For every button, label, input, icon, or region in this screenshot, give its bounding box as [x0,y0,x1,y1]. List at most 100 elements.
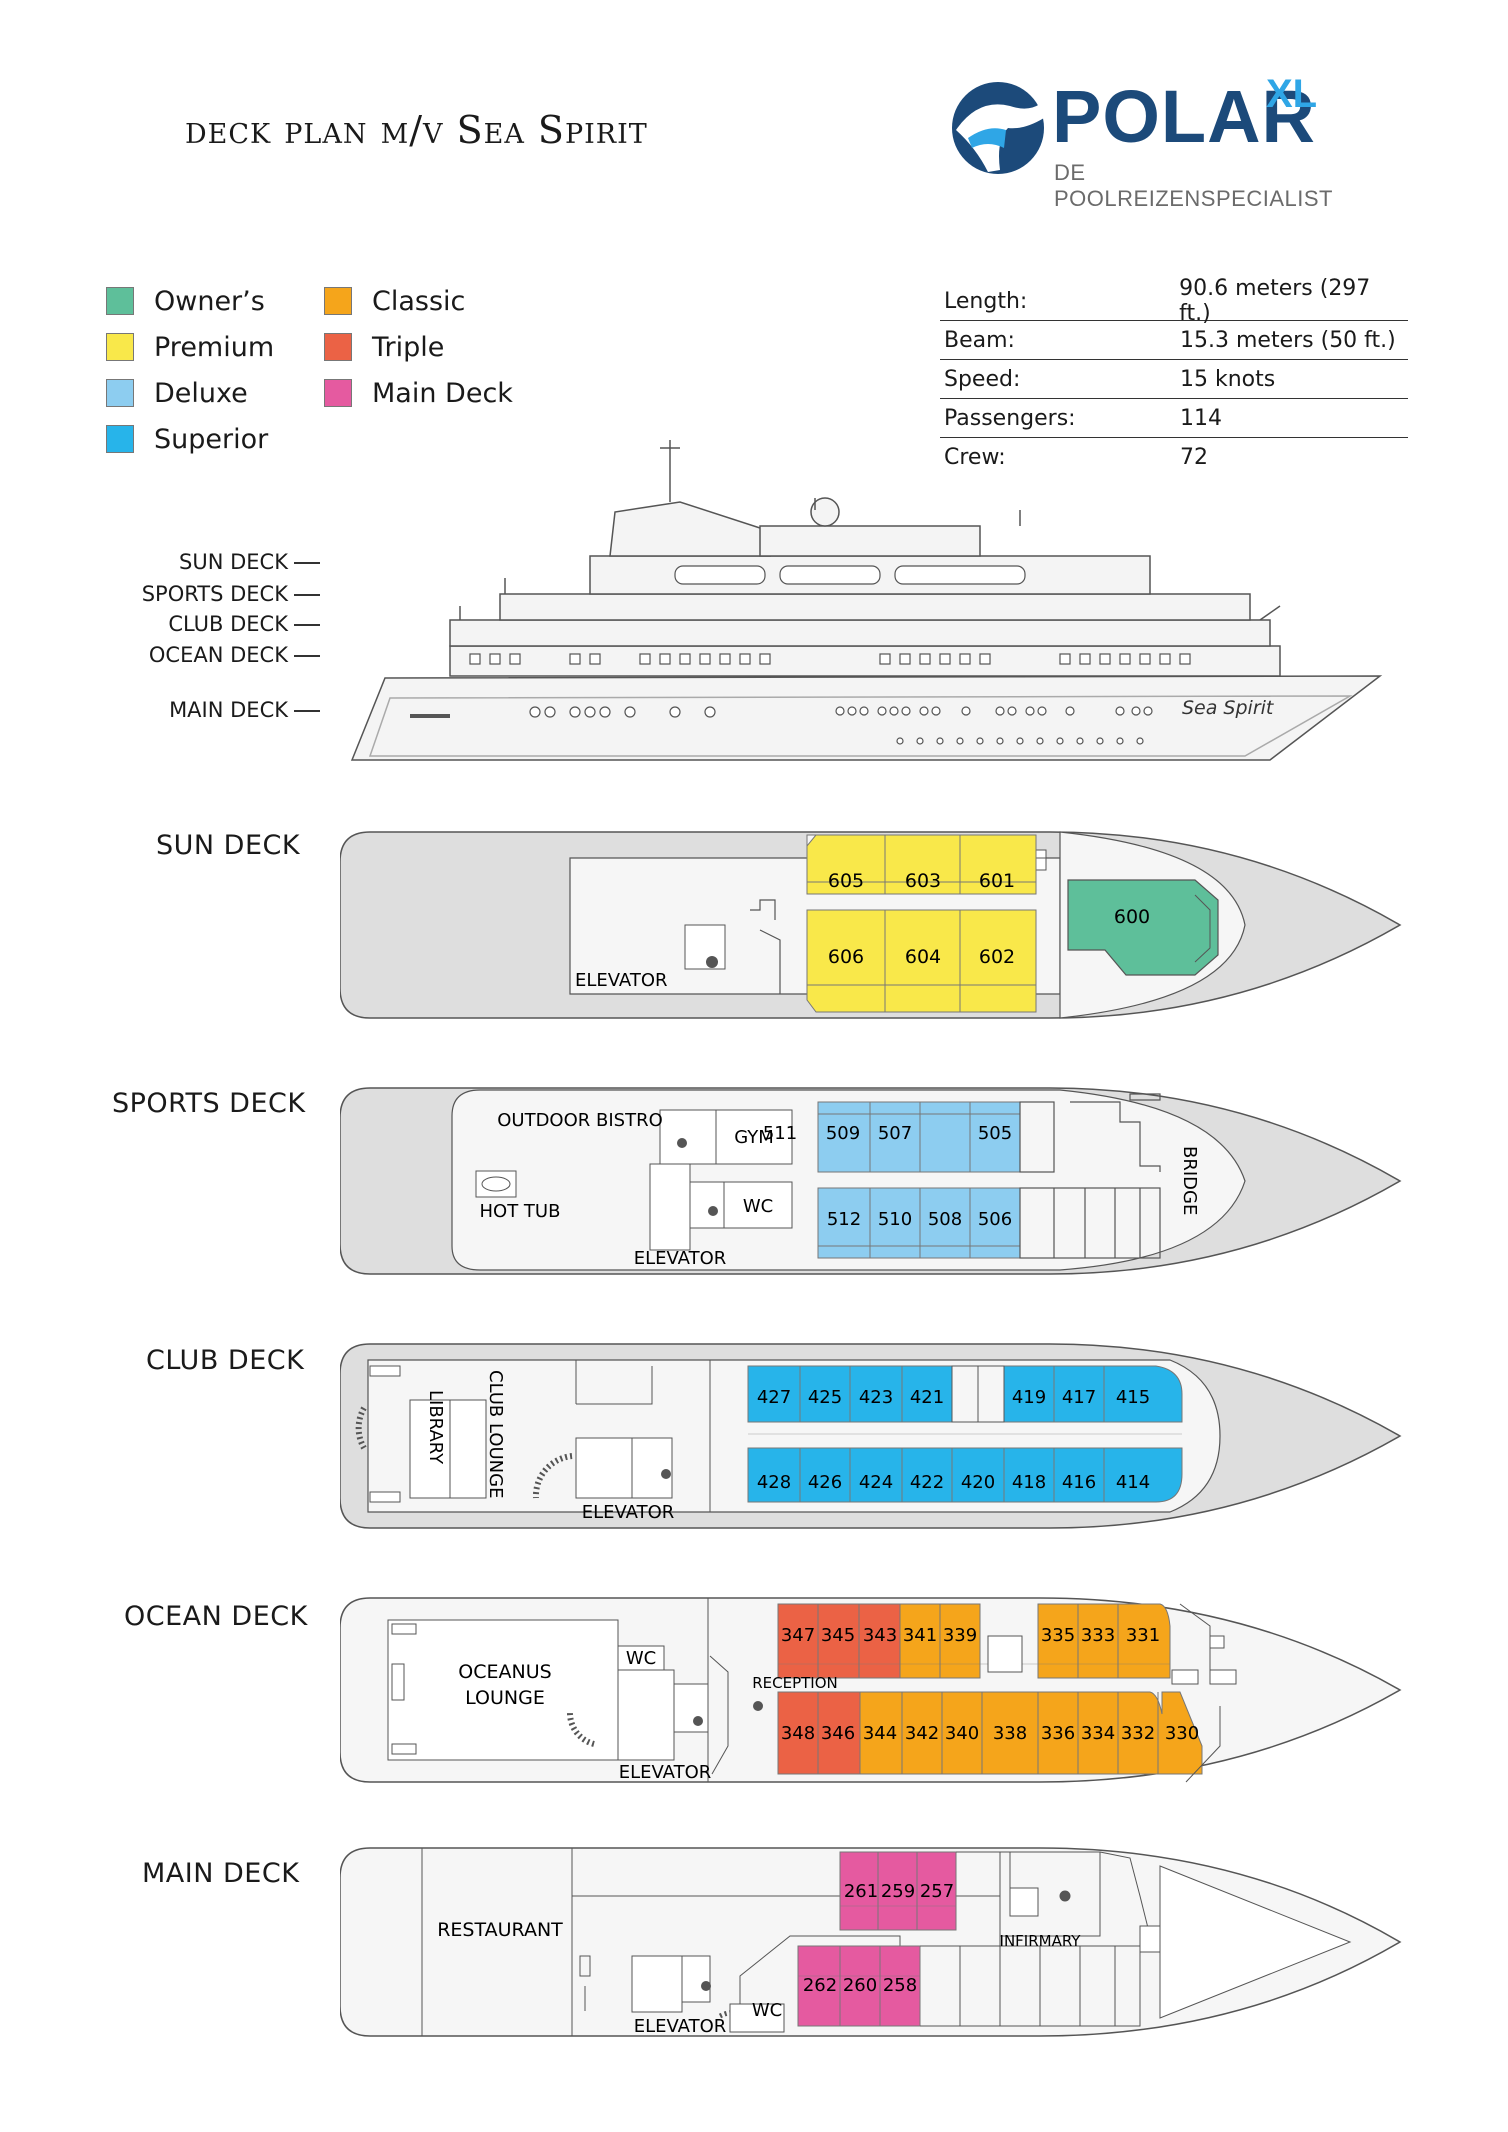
cabin-333[interactable]: 333 [1081,1625,1115,1646]
ship-specs-table: Length:90.6 meters (297 ft.) Beam: 15.3 m… [940,276,1408,476]
cabin-423[interactable]: 423 [859,1387,893,1408]
page-title: deck plan m/v Sea Spirit [185,108,648,152]
cabin-606[interactable]: 606 [828,946,864,968]
cabin-424[interactable]: 424 [859,1472,893,1493]
cabin-342[interactable]: 342 [905,1723,939,1744]
cabin-605[interactable]: 605 [828,870,864,892]
cabin-602[interactable]: 602 [979,946,1015,968]
cabin-417[interactable]: 417 [1062,1387,1096,1408]
cabin-505[interactable]: 505 [978,1123,1012,1144]
cabin-420[interactable]: 420 [961,1472,995,1493]
cabin-259[interactable]: 259 [881,1881,915,1902]
swatch-main-deck [324,379,352,407]
cabin-511[interactable]: 511 [763,1123,797,1144]
cabin-343[interactable]: 343 [863,1625,897,1646]
upper-structure [609,501,772,557]
spec-row-crew: Crew:72 [940,438,1408,476]
cabin-414[interactable]: 414 [1116,1472,1150,1493]
cabin-330[interactable]: 330 [1165,1723,1199,1744]
spec-label: Beam: [944,327,1015,353]
spec-row-length: Length:90.6 meters (297 ft.) [940,276,1408,326]
cabin-421[interactable]: 421 [910,1387,944,1408]
profile-tick [294,594,320,596]
cabin-508[interactable]: 508 [928,1209,962,1230]
cabin-601[interactable]: 601 [979,870,1015,892]
radar-dome [810,497,840,527]
club-elevator-label: ELEVATOR [582,1502,675,1523]
cabin-418[interactable]: 418 [1012,1472,1046,1493]
main-elevator-label: ELEVATOR [634,2016,727,2037]
cabin-348[interactable]: 348 [781,1723,815,1744]
sports-wc-label: WC [743,1196,773,1217]
cabin-340[interactable]: 340 [945,1723,979,1744]
deck-title-main: MAIN DECK [142,1858,300,1889]
sun-deck-plan: 605 603 601 606 604 602 600 ELEVATOR [340,831,1402,1019]
cabin-425[interactable]: 425 [808,1387,842,1408]
cabin-339[interactable]: 339 [943,1625,977,1646]
cabin-262[interactable]: 262 [803,1975,837,1996]
owners-suite-600[interactable] [1067,879,1219,976]
cabin-510[interactable]: 510 [878,1209,912,1230]
cabin-331[interactable]: 331 [1126,1625,1160,1646]
profile-tick [294,655,320,657]
spec-value: 90.6 meters (297 ft.) [1179,276,1371,326]
cabin-347[interactable]: 347 [781,1625,815,1646]
cabin-346[interactable]: 346 [821,1723,855,1744]
reception-label: RECEPTION [752,1674,838,1692]
club-deck-band [449,619,1271,647]
legend-label: Triple [372,331,445,363]
spec-row-passengers: Passengers:114 [940,399,1408,438]
cabin-426[interactable]: 426 [808,1472,842,1493]
legend-owners: Owner’s [106,284,265,318]
cabin-415[interactable]: 415 [1116,1387,1150,1408]
spec-label: Passengers: [944,405,1076,431]
profile-label-sports: SPORTS DECK [141,582,288,606]
legend-label: Deluxe [154,377,248,409]
sports-deck-band [499,593,1251,621]
club-deck-plan: 427 425 423 421 419 417 415 428 426 424 … [340,1343,1402,1529]
cabin-509[interactable]: 509 [826,1123,860,1144]
swatch-premium [106,333,134,361]
cabin-604[interactable]: 604 [905,946,941,968]
cabin-258[interactable]: 258 [883,1975,917,1996]
profile-label-main: MAIN DECK [169,698,288,722]
gym-label: GYM [734,1127,774,1148]
swatch-owners [106,287,134,315]
spec-value: 15.3 meters (50 ft.) [1180,327,1396,353]
cabin-422[interactable]: 422 [910,1472,944,1493]
cabin-427[interactable]: 427 [757,1387,791,1408]
cabin-336[interactable]: 336 [1041,1723,1075,1744]
cabin-260[interactable]: 260 [843,1975,877,1996]
cabin-334[interactable]: 334 [1081,1723,1115,1744]
cabin-345[interactable]: 345 [821,1625,855,1646]
cabin-332[interactable]: 332 [1121,1723,1155,1744]
cabin-416[interactable]: 416 [1062,1472,1096,1493]
spec-row-beam: Beam: 15.3 meters (50 ft.) [940,321,1408,360]
ship-name-label: Sea Spirit [1182,697,1275,719]
legend-superior: Superior [106,422,268,456]
cabin-428[interactable]: 428 [757,1472,791,1493]
cabin-261[interactable]: 261 [844,1881,878,1902]
cabin-419[interactable]: 419 [1012,1387,1046,1408]
spec-label: Crew: [944,444,1006,470]
cabin-335[interactable]: 335 [1041,1625,1075,1646]
legend-main-deck: Main Deck [324,376,513,410]
swatch-deluxe [106,379,134,407]
profile-tick [294,710,320,712]
cabin-257[interactable]: 257 [920,1881,954,1902]
cabin-512[interactable]: 512 [827,1209,861,1230]
cabin-603[interactable]: 603 [905,870,941,892]
cabin-506[interactable]: 506 [978,1209,1012,1230]
cabin-344[interactable]: 344 [863,1723,897,1744]
cabin-507[interactable]: 507 [878,1123,912,1144]
logo-suffix: XL [1266,72,1318,116]
sports-elevator-label: ELEVATOR [634,1248,727,1269]
swatch-classic [324,287,352,315]
ocean-deck-plan: 347 345 343 341 339 335 333 331 348 346 … [340,1597,1402,1783]
library-label: LIBRARY [425,1390,446,1465]
cabin-341[interactable]: 341 [903,1625,937,1646]
cabin-600[interactable]: 600 [1114,906,1150,928]
legend-label: Classic [372,285,466,317]
cabin-338[interactable]: 338 [993,1723,1027,1744]
deck-title-club: CLUB DECK [146,1345,305,1376]
